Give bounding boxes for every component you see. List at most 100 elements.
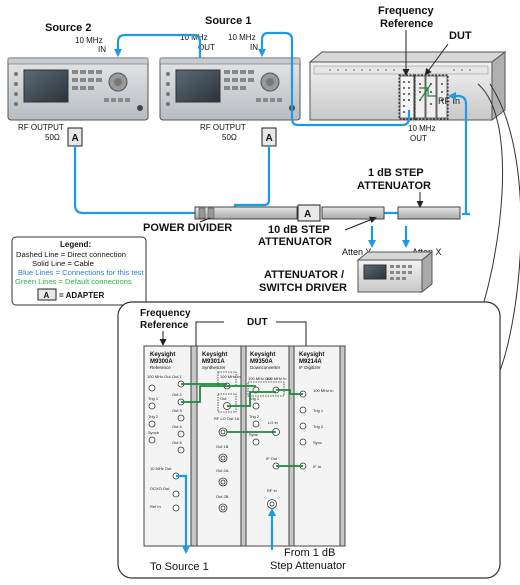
m9214a-connectors — [299, 390, 307, 470]
m9350a-connectors — [247, 381, 285, 509]
ten-db-step-attenuator — [321, 206, 385, 220]
pxi-chassis — [308, 50, 507, 122]
driver-label-line1: ATTENUATOR / — [264, 269, 344, 281]
legend-adapter-text: = ADAPTER — [59, 291, 104, 300]
chassis-rf-in: RF In — [438, 96, 460, 106]
source-1-ref-out-line1: 10 MHz — [180, 33, 208, 42]
legend-green: Green Lines = Default connections — [15, 277, 132, 286]
detail-from-line1: From 1 dB — [284, 547, 335, 559]
source-1-rf-output-line1: RF OUTPUT — [200, 123, 246, 132]
one-db-step-label-line1: 1 dB STEP — [368, 167, 424, 179]
chassis-dut: DUT — [449, 30, 472, 42]
m9350a-role: Downconverter — [250, 365, 281, 370]
zoom-callout — [477, 83, 520, 381]
one-db-step-attenuator — [397, 206, 461, 220]
m9214a-port-trig2: Trig 2 — [313, 424, 324, 429]
m9300a-port-out3: Out 3 — [172, 408, 183, 413]
m9300a-role: Reference — [150, 365, 171, 370]
source-2-ref-in-line2: IN — [98, 45, 106, 54]
m9300a-port-ref-in: Ref In — [150, 504, 161, 509]
m9350a-port-trig2: Trig 2 — [249, 414, 260, 419]
detail-freq-ref-line1: Frequency — [140, 308, 191, 319]
adapter-source-1-letter: A — [266, 133, 273, 144]
source-2-rf-output-line2: 50Ω — [45, 133, 60, 142]
adapter-source-2: A — [67, 127, 83, 147]
atten-y-label: Atten Y — [342, 247, 371, 257]
detail-dut: DUT — [247, 317, 268, 328]
m9214a-port-if-in: IF In — [313, 464, 321, 469]
detail-from-line2: Step Attenuator — [270, 560, 346, 572]
blue-cables — [73, 31, 470, 248]
m9350a-model: M9350A — [250, 359, 273, 365]
m9300a-connectors — [148, 380, 185, 512]
one-db-step-label-line2: ATTENUATOR — [357, 180, 431, 192]
m9214a-port-sync: Sync — [313, 440, 322, 445]
m9350a-port-if-out: IF Out — [266, 456, 278, 461]
attenuator-switch-driver — [356, 250, 434, 294]
detail-freq-ref-line2: Reference — [140, 320, 189, 331]
detail-to-source-1: To Source 1 — [150, 561, 209, 573]
m9301a-model: M9301A — [202, 359, 225, 365]
m9300a-brand: Keysight — [150, 352, 175, 358]
source-1-rf-output-line2: 50Ω — [222, 133, 237, 142]
adapter-source-1: A — [261, 127, 277, 147]
source-1-instrument — [159, 57, 301, 121]
m9300a-port-ocxo-out: OCXO Out — [150, 486, 170, 491]
detail-green-connections — [181, 383, 303, 467]
m9300a-port-out1: Out 1 — [172, 374, 183, 379]
m9214a-role: IF Digitizer — [299, 365, 321, 370]
source-1-ref-in-line2: IN — [250, 43, 258, 52]
legend-title: Legend: — [60, 240, 91, 249]
m9301a-port-out1b: Out 1B — [216, 444, 229, 449]
driver-label-line2: SWITCH DRIVER — [259, 282, 347, 294]
chassis-ref-out-line1: 10 MHz — [408, 124, 436, 133]
m9214a-brand: Keysight — [299, 352, 324, 358]
source-2-rf-output-line1: RF OUTPUT — [18, 123, 64, 132]
m9214a-model: M9214A — [299, 359, 322, 365]
m9350a-brand: Keysight — [250, 352, 275, 358]
m9350a-port-trig1: Trig 1 — [249, 396, 260, 401]
chassis-ref-out-line2: OUT — [410, 134, 427, 143]
module-m9214a — [293, 345, 346, 547]
source-1-ref-in-line1: 10 MHz — [228, 33, 256, 42]
m9214a-port-100mhz-in: 100 MHz In — [313, 388, 333, 393]
m9350a-port-rf-in: RF In — [267, 488, 277, 493]
legend-box — [11, 236, 147, 306]
adapter-source-2-letter: A — [72, 133, 79, 144]
source-2-title: Source 2 — [45, 22, 91, 34]
legend-blue: Blue Lines = Connections for this test — [18, 268, 144, 277]
detail-blue-connections — [176, 474, 276, 554]
m9301a-port-out2b: Out 2B — [216, 494, 229, 499]
source-1-title: Source 1 — [205, 15, 251, 27]
m9301a-port-rf-lo-out1a: RF LO Out 1A — [214, 416, 240, 421]
m9300a-port-100mhz-out: 100 MHz Out — [147, 374, 171, 379]
m9300a-model: M9300A — [150, 359, 173, 365]
power-divider — [194, 206, 298, 220]
m9301a-port-out2a: Out 2A — [216, 468, 229, 473]
m9301a-role: Synthesizer — [202, 365, 226, 370]
m9214a-port-trig1: Trig 1 — [313, 408, 324, 413]
legend-adapter-symbol: A — [37, 288, 57, 301]
source-2-ref-in-line1: 10 MHz — [75, 36, 103, 45]
m9300a-port-synch: Synch — [148, 430, 159, 435]
chassis-freq-ref-line2: Reference — [380, 18, 433, 30]
m9350a-port-100mhz-out: 100 MHz Out — [248, 376, 272, 381]
m9300a-port-out2: Out 2 — [172, 392, 183, 397]
source-1-ref-out-line2: OUT — [198, 43, 215, 52]
power-divider-label: POWER DIVIDER — [143, 222, 232, 234]
legend-dashed: Dashed Line = Direct connection — [16, 250, 126, 259]
legend-adapter-letter: A — [44, 291, 50, 300]
module-m9350a — [245, 345, 295, 547]
m9300a-port-trig1: Trig 1 — [148, 396, 159, 401]
m9301a-brand: Keysight — [202, 352, 227, 358]
ten-db-step-label-line2: ATTENUATOR — [258, 236, 332, 248]
m9300a-port-trig2: Trig 2 — [148, 414, 159, 419]
m9300a-port-out4: Out 4 — [172, 424, 183, 429]
m9350a-port-lo-in: LO In — [268, 420, 278, 425]
m9350a-port-sync: Sync — [249, 432, 258, 437]
m9301a-port-100mhz-in: 100 MHz In — [220, 374, 240, 379]
source-2-instrument — [7, 57, 149, 121]
adapter-divider: A — [297, 204, 321, 222]
m9301a-port-out: Out — [220, 396, 227, 401]
